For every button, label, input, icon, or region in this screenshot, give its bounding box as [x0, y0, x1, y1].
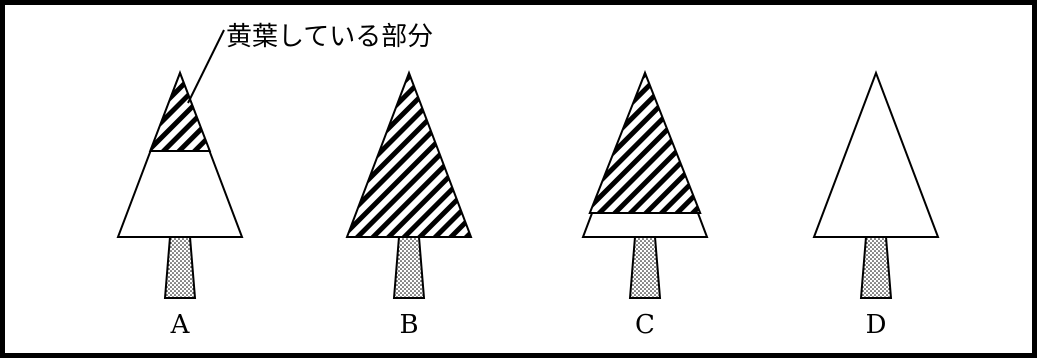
tree-d-trunk	[859, 236, 893, 299]
tree-d-crown	[812, 70, 940, 238]
tree-a-yellowed-region	[148, 70, 212, 152]
tree-a-label: A	[170, 310, 191, 340]
callout-leader-line	[187, 29, 225, 104]
tree-b-yellowed-region	[345, 70, 473, 238]
tree-b-trunk	[392, 236, 426, 299]
tree-d: D	[812, 70, 940, 340]
tree-b-label: B	[399, 310, 418, 340]
tree-a-trunk	[163, 236, 197, 299]
callout: 黄葉している部分	[187, 22, 433, 104]
tree-c-trunk	[628, 236, 662, 299]
tree-a: A	[116, 70, 244, 340]
tree-c: C	[581, 70, 709, 340]
tree-d-label: D	[866, 310, 887, 340]
tree-c-label: C	[635, 310, 655, 340]
callout-text: 黄葉している部分	[226, 22, 433, 52]
tree-c-yellowed-region	[588, 70, 702, 214]
tree-b: B	[345, 70, 473, 340]
